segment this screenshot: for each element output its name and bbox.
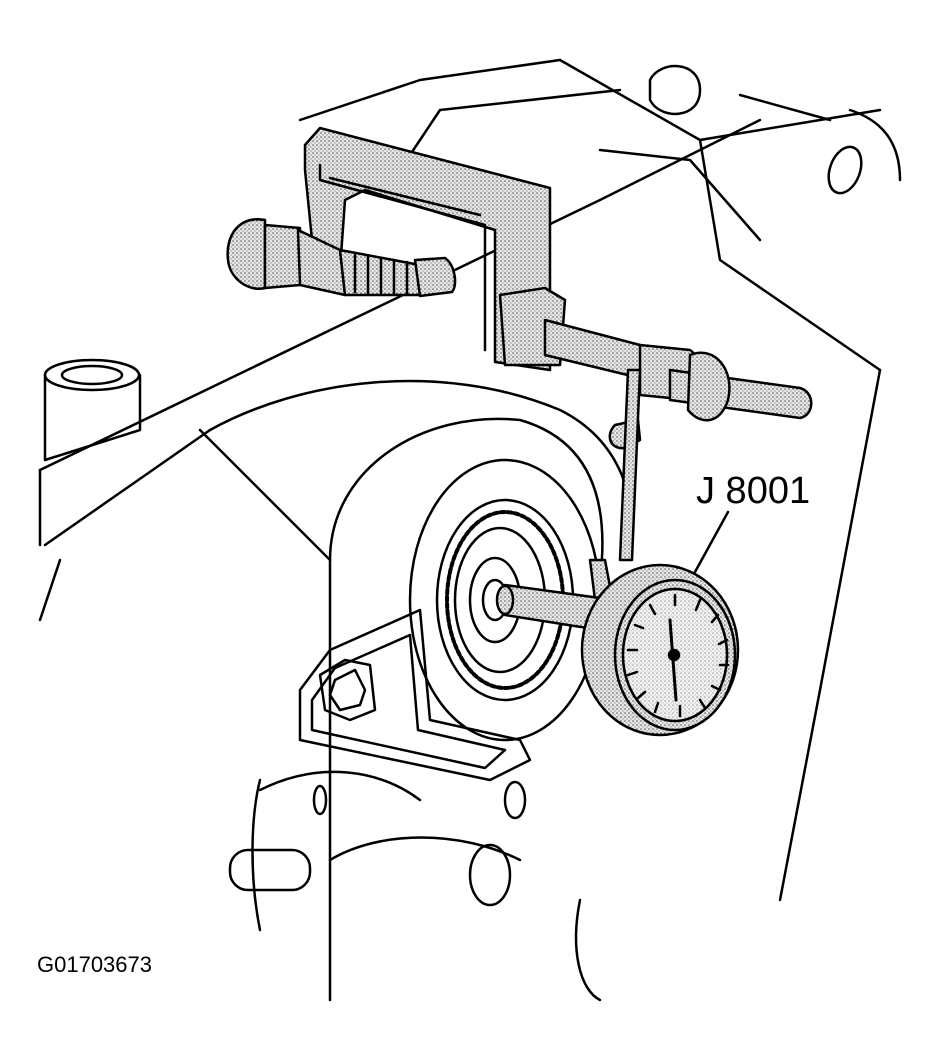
figure-id: G01703673 <box>37 952 152 977</box>
clamp-screw <box>226 217 457 298</box>
engine-block-outline <box>38 58 902 1002</box>
callout-leader-line <box>693 510 730 574</box>
dial-indicator <box>580 563 740 737</box>
crank-pulley-outline <box>208 379 634 1002</box>
callout-label-j8001: J 8001 <box>696 470 811 512</box>
indicator-plunger <box>495 583 602 632</box>
c-clamp <box>303 126 552 372</box>
bracket-and-bolt <box>298 608 532 782</box>
mounting-post <box>43 358 142 462</box>
